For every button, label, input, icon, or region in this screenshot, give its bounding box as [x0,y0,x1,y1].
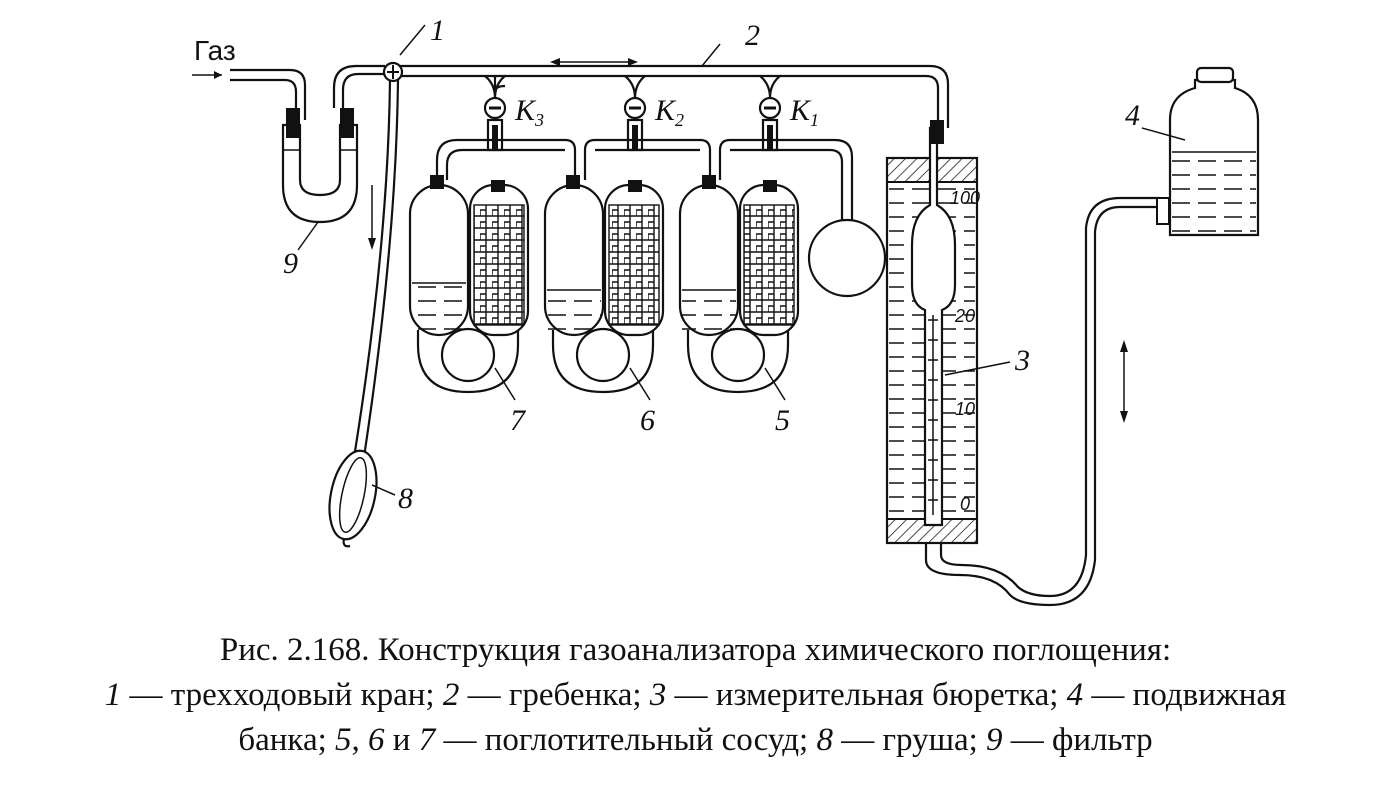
round-flask [807,218,887,298]
label-3: 3 [1014,344,1030,377]
label-8: 8 [398,482,413,515]
caption-line-2: 1 — трехходовый кран; 2 — гребенка; 3 — … [104,677,1287,713]
burette-graduations [928,315,938,515]
label-1: 1 [430,14,445,47]
filter-u-tube [281,64,390,224]
scale-0: 0 [960,494,970,514]
valve-k1-label: K1 [789,94,819,130]
three-way-tap [350,24,426,471]
caption-title: Рис. 2.168. Конструкция газоанализатора … [219,632,1172,668]
scale-10: 10 [955,399,975,419]
caption-line-3: банка; 5, 6 и 7 — поглотительный сосуд; … [238,722,1153,758]
scale-20: 20 [954,306,975,326]
label-9: 9 [283,247,298,280]
valve-k1 [758,96,782,152]
rubber-bulb [328,449,396,548]
movable-bottle [1141,66,1260,237]
valve-k2 [623,96,647,152]
valve-k2-label: K2 [654,94,684,130]
valve-k3-label: K3 [514,94,544,130]
label-4: 4 [1125,99,1140,132]
gas-analyzer-diagram: Газ [192,14,1260,607]
measuring-burette: 100 20 10 0 [885,120,1011,545]
gas-label: Газ [194,35,236,66]
absorption-vessel-5 [678,175,800,401]
absorption-vessel-6 [543,175,665,401]
label-5: 5 [775,404,790,437]
absorption-vessel-7 [408,175,530,401]
label-7: 7 [510,404,527,437]
valve-k3 [483,96,507,152]
gas-inlet: Газ [192,35,307,120]
label-6: 6 [640,404,655,437]
figure-caption: Рис. 2.168. Конструкция газоанализатора … [0,628,1391,763]
scale-100: 100 [950,188,980,208]
label-2: 2 [745,19,760,52]
manifold-comb [400,58,950,128]
